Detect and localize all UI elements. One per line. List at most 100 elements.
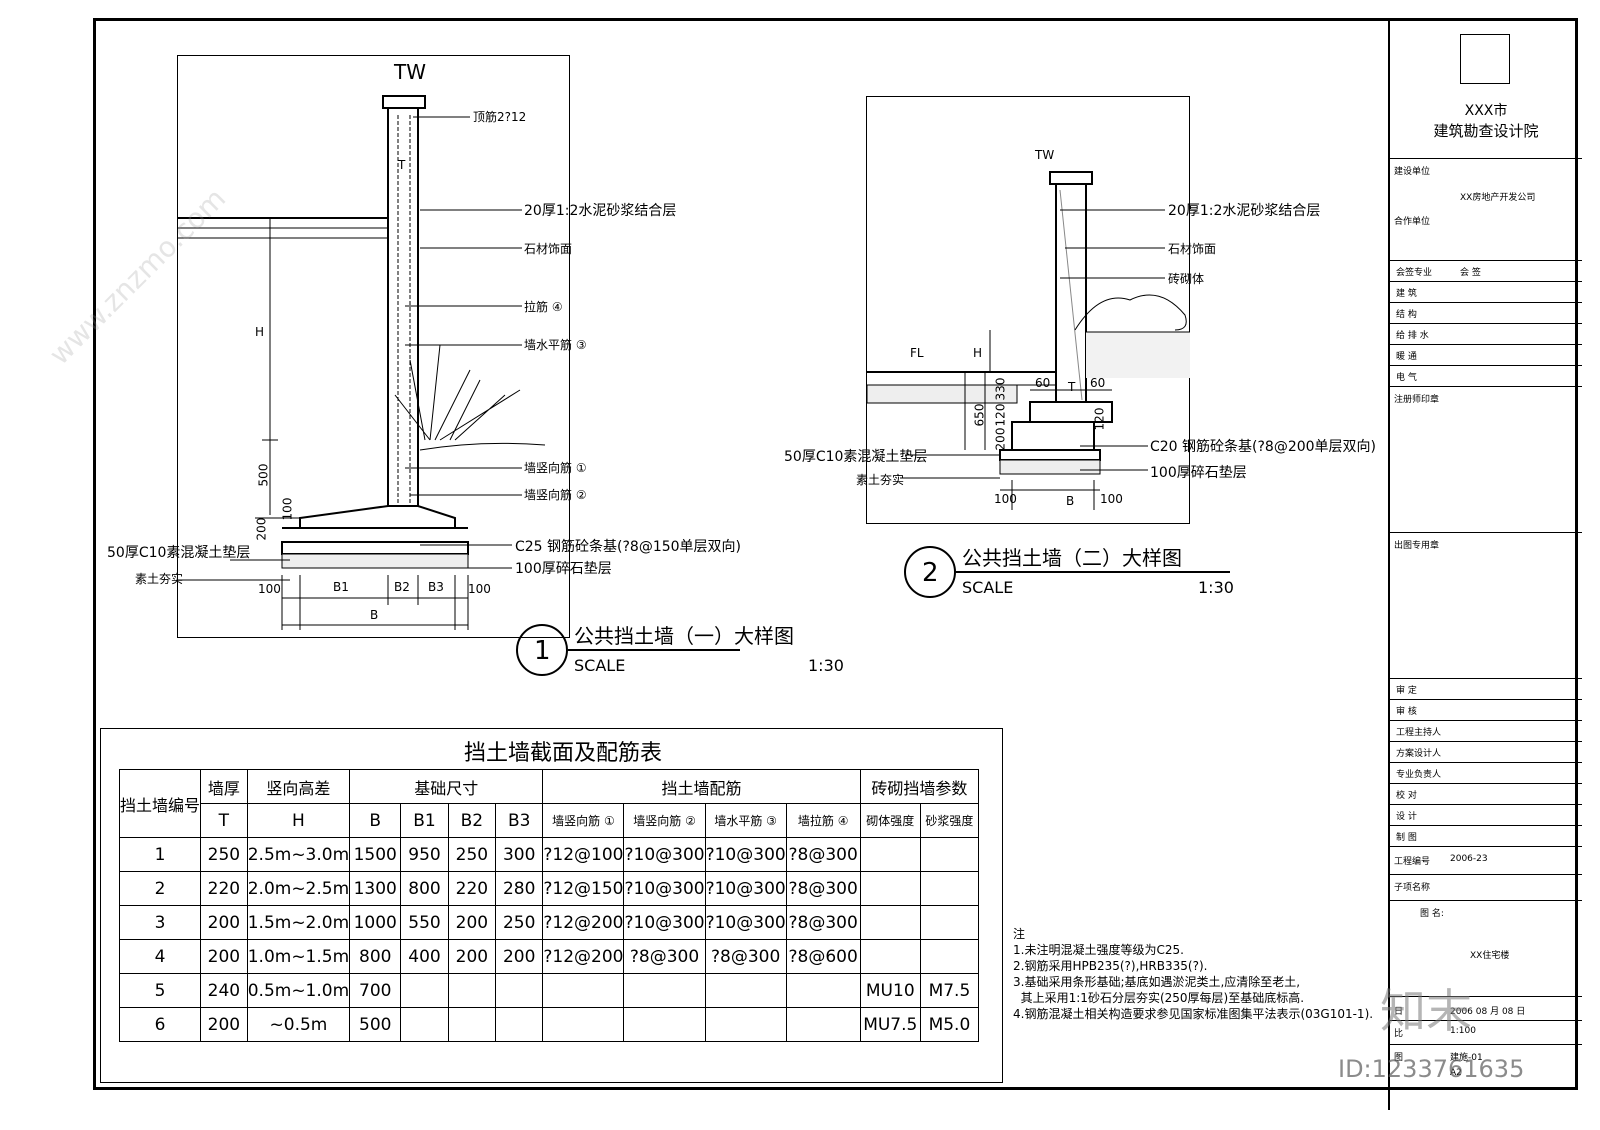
d1-c10: 50厚C10素混凝土垫层 — [107, 545, 251, 561]
tb-line — [1390, 260, 1582, 261]
note-4: 其上采用1:1砂石分层夯实(250厚每层)至基础底标高. — [1013, 991, 1305, 1005]
d1-vert1: 墙竖向筋 ① — [524, 461, 587, 475]
th-rebar: 挡土墙配筋 — [542, 769, 861, 804]
staff-row: 工程主持人 — [1390, 720, 1582, 742]
tb-line — [1390, 1020, 1582, 1021]
d2-t: T — [1068, 380, 1076, 394]
cell-bs — [859, 939, 921, 974]
sign-row: 电 气 — [1390, 365, 1582, 387]
cell-r3: ?10@300 — [704, 905, 787, 940]
detail-2 — [866, 96, 1190, 524]
cell-r4: ?8@300 — [785, 871, 861, 906]
cell-b: 800 — [349, 939, 402, 974]
d1-b2: B2 — [394, 580, 410, 594]
d1-gravel: 100厚碎石垫层 — [515, 561, 612, 577]
cell-n: 5 — [118, 973, 202, 1008]
d2-330: 330 — [993, 377, 1008, 401]
sign-discipline: 给 排 水 — [1396, 331, 1429, 341]
sign-discipline: 暖 通 — [1396, 352, 1417, 362]
tb-partner-label: 合作单位 — [1394, 217, 1431, 227]
d1-tie: 拉筋 ④ — [524, 300, 563, 314]
d1-base: C25 钢筋砼条基(?8@150单层双向) — [515, 539, 742, 555]
tb-drawing-name: XX住宅楼 — [1470, 951, 1510, 961]
tb-institute: 建筑勘查设计院 — [1433, 122, 1539, 140]
th-B: B — [349, 803, 402, 838]
cell-b2: 200 — [447, 939, 497, 974]
tb-project-no-label: 工程编号 — [1394, 857, 1431, 867]
staff-row: 设 计 — [1390, 804, 1582, 826]
d1-top-bar: 顶筋2?12 — [473, 110, 527, 124]
d1-100r: 100 — [468, 582, 491, 596]
d2-title: 公共挡土墙（二）大样图 — [962, 546, 1182, 570]
cell-r4 — [785, 1007, 861, 1042]
cell-r3 — [704, 973, 787, 1008]
cell-r4 — [785, 973, 861, 1008]
cell-t: 250 — [200, 837, 248, 872]
detail-1-drawing — [178, 95, 740, 676]
cell-h: 2.5m~3.0m — [246, 837, 351, 872]
th-H: H — [246, 803, 351, 838]
cell-b: 700 — [349, 973, 402, 1008]
tb-line — [1390, 846, 1582, 847]
d2-650: 650 — [972, 403, 987, 427]
cell-r3: ?10@300 — [704, 871, 787, 906]
staff-row: 方案设计人 — [1390, 741, 1582, 763]
tb-line — [1390, 532, 1582, 533]
d1-horiz: 墙水平筋 ③ — [524, 338, 587, 352]
cell-b2 — [447, 973, 497, 1008]
sign-discipline: 会签专业 — [1396, 268, 1433, 278]
cell-r3: ?8@300 — [704, 939, 787, 974]
d2-h: H — [973, 346, 983, 360]
cell-r1: ?12@200 — [542, 905, 625, 940]
cell-b: 1000 — [349, 905, 402, 940]
cell-b: 1300 — [349, 871, 402, 906]
sign-row: 给 排 水 — [1390, 323, 1582, 345]
tb-line — [1390, 678, 1582, 679]
sheet-frame — [93, 18, 1578, 1090]
d2-100l: 100 — [994, 492, 1017, 506]
tb-date-label: 日 — [1394, 1007, 1404, 1017]
d1-500: 500 — [256, 463, 271, 487]
cell-b2 — [447, 1007, 497, 1042]
cell-b3: 200 — [495, 939, 544, 974]
cell-t: 240 — [200, 973, 248, 1008]
d2-stone: 石材饰面 — [1168, 242, 1217, 256]
d1-h: H — [255, 325, 265, 339]
notes: 注 1.未注明混凝土强度等级为C25. 2.钢筋采用HPB235(?),HRB3… — [1013, 926, 1373, 1022]
cell-bs — [859, 905, 921, 940]
cell-r4: ?8@600 — [785, 939, 861, 974]
th-T: T — [200, 803, 248, 838]
d2-200: 200 — [993, 427, 1008, 451]
cell-r2: ?10@300 — [623, 905, 706, 940]
cell-r1 — [542, 973, 625, 1008]
cell-r1 — [542, 1007, 625, 1042]
cell-bs — [859, 871, 921, 906]
tb-client-label: 建设单位 — [1394, 167, 1431, 177]
cell-t: 200 — [200, 905, 248, 940]
staff-role: 工程主持人 — [1396, 728, 1442, 738]
cell-h: 2.0m~2.5m — [246, 871, 351, 906]
th-thick: 墙厚 — [200, 769, 248, 804]
tb-issue-label: 出图专用章 — [1394, 541, 1440, 551]
cell-h: ~0.5m — [246, 1007, 351, 1042]
staff-role: 校 对 — [1396, 791, 1417, 801]
tb-client: XX房地产开发公司 — [1460, 193, 1536, 203]
tb-line — [1390, 996, 1582, 997]
cell-bs: MU7.5 — [859, 1007, 921, 1042]
cell-n: 3 — [118, 905, 202, 940]
d2-tw: TW — [1035, 148, 1055, 162]
tb-no: 建施-01 — [1450, 1053, 1483, 1063]
d2-scale-label: SCALE — [962, 578, 1014, 597]
cell-h: 1.0m~1.5m — [246, 939, 351, 974]
table-frame — [100, 728, 1003, 1083]
cell-h: 1.5m~2.0m — [246, 905, 351, 940]
cell-b2: 200 — [447, 905, 497, 940]
cell-bs — [859, 837, 921, 872]
watermark-id: ID:1233761635 — [1338, 1055, 1525, 1083]
d1-b3: B3 — [428, 580, 444, 594]
cell-t: 200 — [200, 1007, 248, 1042]
tb-line — [1390, 1044, 1582, 1045]
